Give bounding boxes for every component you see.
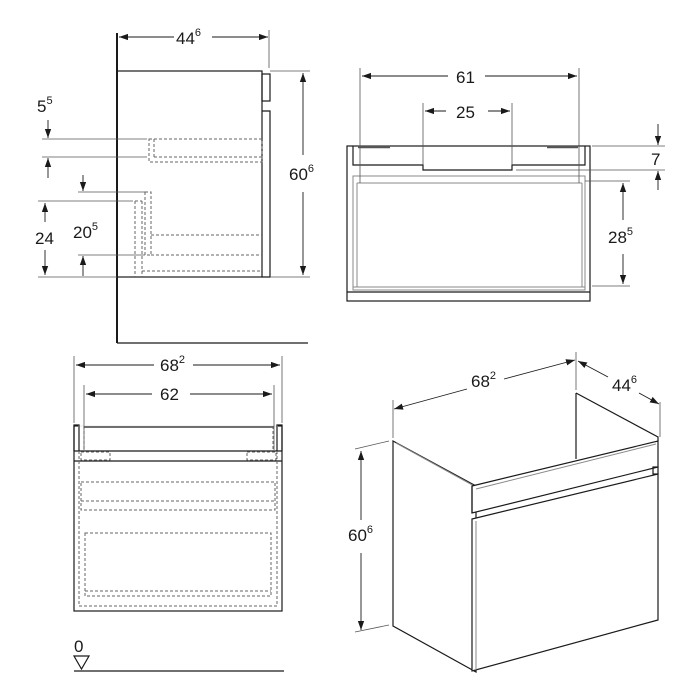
front-view: 682 62 0	[72, 354, 284, 672]
top-outer-width-label: 61	[456, 68, 475, 87]
top-view: 61 25 7 285	[346, 68, 665, 302]
side-depth-label: 446	[176, 27, 201, 48]
side-drawer-offset-label: 55	[37, 95, 53, 116]
side-view: 446 606 55 205 24	[35, 27, 314, 344]
isometric-view: 682 446 606	[348, 352, 661, 674]
floor-level-icon	[72, 655, 91, 671]
front-inner-width-label: 62	[160, 385, 179, 404]
side-height-label: 606	[289, 163, 314, 184]
iso-depth-label: 446	[612, 374, 637, 395]
front-outer-width-label: 682	[160, 354, 185, 375]
top-cutout-width-label: 25	[456, 103, 475, 122]
side-lower-inner-label: 205	[73, 221, 98, 242]
top-drawer-height-label: 285	[608, 226, 633, 247]
side-lower-height-label: 24	[35, 229, 54, 248]
floor-level-label: 0	[74, 637, 83, 656]
iso-width-label: 682	[471, 370, 496, 391]
iso-height-label: 606	[348, 524, 373, 545]
top-height-label: 7	[651, 150, 660, 169]
